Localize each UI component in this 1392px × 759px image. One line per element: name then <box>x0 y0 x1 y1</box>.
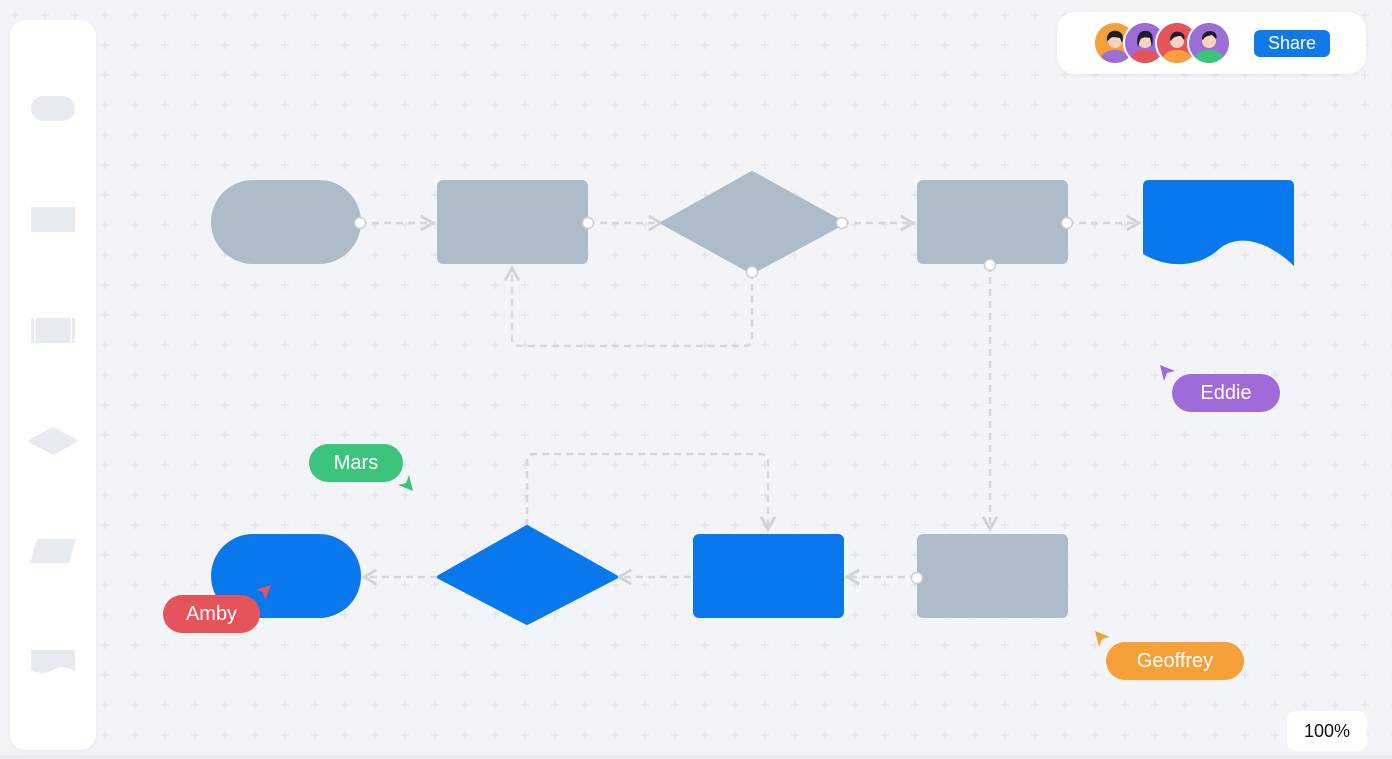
connection-handle[interactable] <box>1060 216 1074 230</box>
person-icon <box>1157 23 1197 63</box>
collaborator-avatars[interactable] <box>1093 21 1233 65</box>
connection-handle[interactable] <box>353 216 367 230</box>
connection-handle[interactable] <box>835 216 849 230</box>
connector[interactable] <box>503 265 754 348</box>
document-shape-icon <box>31 650 75 673</box>
bottom-divider <box>0 755 1392 759</box>
connection-handle[interactable] <box>581 216 595 230</box>
cursor-label-mars: Mars <box>309 444 403 482</box>
connector[interactable] <box>525 452 777 532</box>
document-shape[interactable] <box>29 642 77 680</box>
cursor-arrow-icon <box>1160 365 1175 381</box>
terminator-shape[interactable] <box>29 89 77 127</box>
shape-palette <box>10 20 96 750</box>
decision-node[interactable] <box>661 171 845 274</box>
connection-handle[interactable] <box>910 571 924 585</box>
process-shape-icon <box>31 207 75 232</box>
data-shape[interactable] <box>29 532 77 570</box>
person-icon <box>1125 23 1165 63</box>
terminator-shape-icon <box>31 96 75 121</box>
predefined-process-shape-icon <box>31 318 75 343</box>
cursor-label-geoffrey: Geoffrey <box>1106 642 1244 680</box>
cursor-arrow-icon <box>398 475 413 491</box>
decision-node[interactable] <box>437 525 618 625</box>
connection-handle[interactable] <box>745 265 759 279</box>
collaboration-bar: Share <box>1057 12 1366 74</box>
document-node[interactable] <box>1143 180 1294 266</box>
zoom-level[interactable]: 100% <box>1287 711 1367 751</box>
decision-shape-icon <box>29 427 77 455</box>
avatar[interactable] <box>1187 21 1231 65</box>
data-shape-icon <box>30 539 76 563</box>
terminator-node[interactable] <box>211 180 361 264</box>
process-node[interactable] <box>437 180 588 264</box>
process-node[interactable] <box>917 534 1068 618</box>
process-shape[interactable] <box>29 200 77 238</box>
decision-shape[interactable] <box>29 421 77 459</box>
connection-handle[interactable] <box>983 258 997 272</box>
predefined-process-shape[interactable] <box>29 311 77 349</box>
process-node[interactable] <box>693 534 844 618</box>
cursor-label-eddie: Eddie <box>1172 374 1280 412</box>
cursor-arrow-icon <box>256 585 271 600</box>
person-icon <box>1189 23 1229 63</box>
cursor-label-amby: Amby <box>163 595 260 633</box>
process-node[interactable] <box>917 180 1068 264</box>
share-button[interactable]: Share <box>1254 30 1330 57</box>
cursor-arrow-icon <box>1095 631 1110 647</box>
